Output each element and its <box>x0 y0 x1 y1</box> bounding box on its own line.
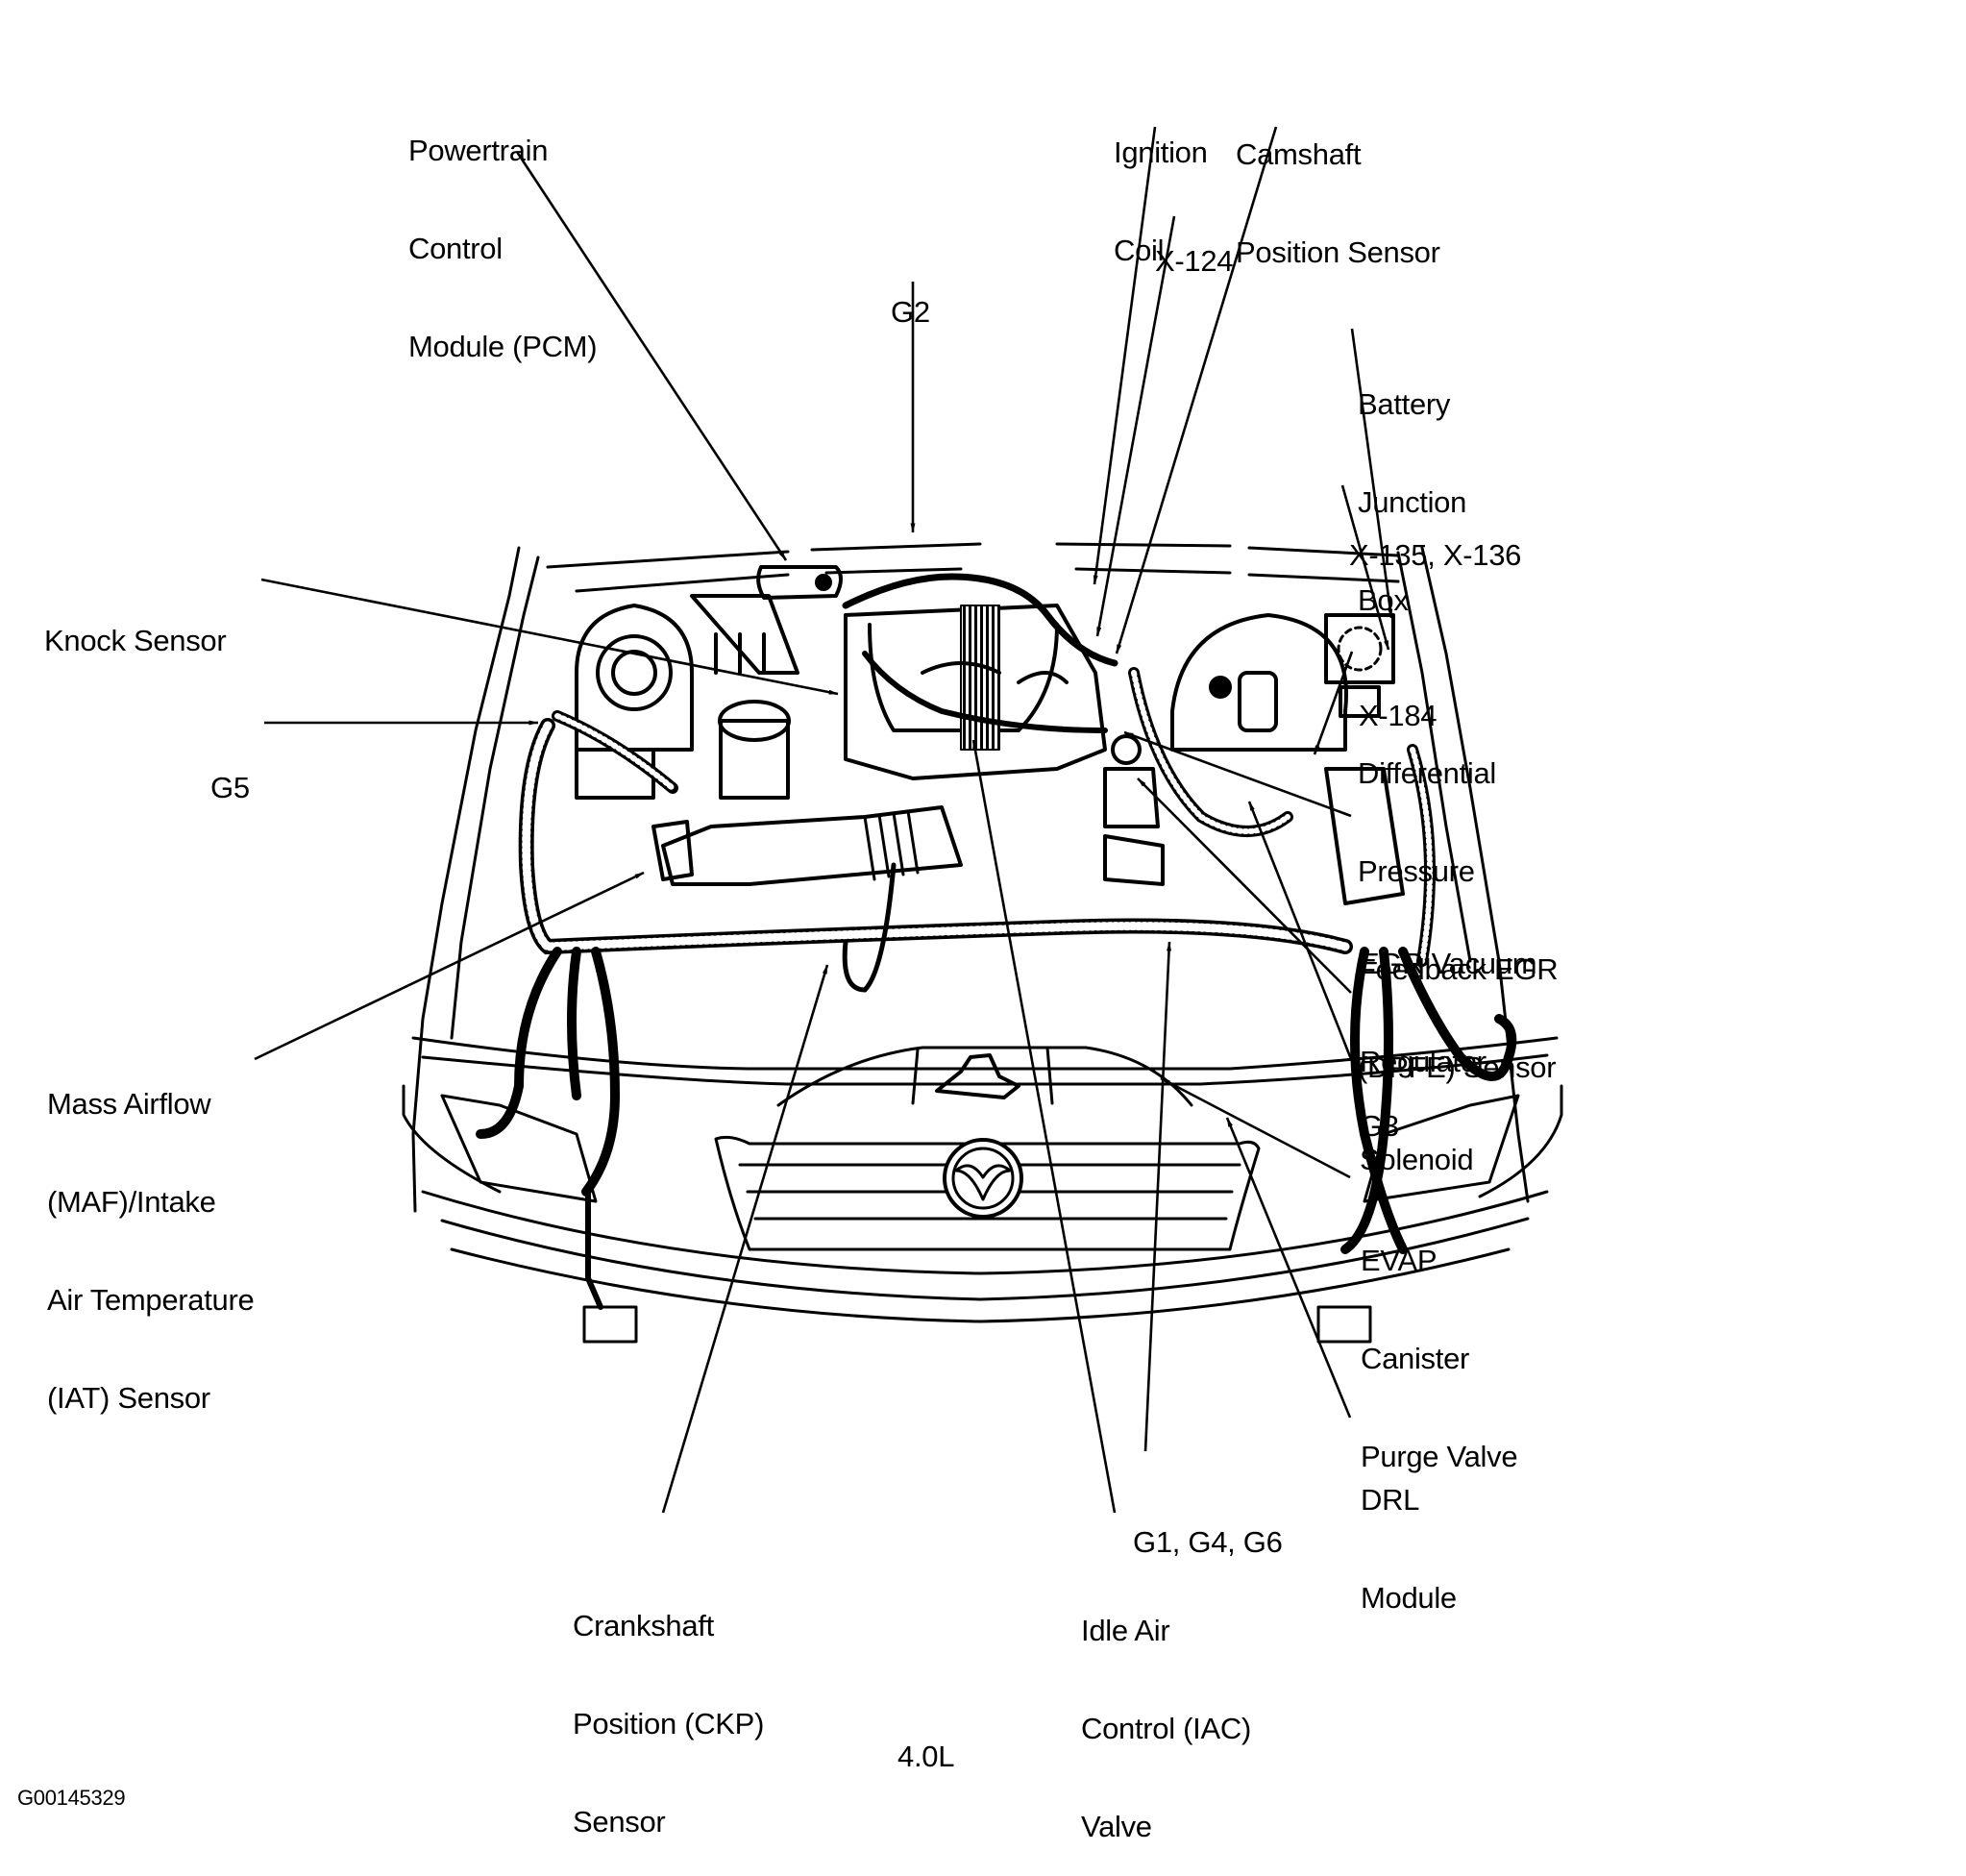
label-egr-solenoid: EGR Vacuum Regulator Solenoid <box>1360 947 1537 1176</box>
label-knock-sensor: Knock Sensor <box>44 624 227 657</box>
leader-x184 <box>1313 651 1354 755</box>
engine-components <box>575 565 1405 905</box>
wiring-harness <box>476 573 1517 1310</box>
label-pcm: Powertrain Control Module (PCM) <box>408 134 598 363</box>
label-camshaft-sensor: Camshaft Position Sensor <box>1236 137 1440 269</box>
figure-caption: 4.0L <box>897 1740 955 1773</box>
label-x135-x136: X-135, X-136 <box>1349 538 1522 572</box>
figure-id: G00145329 <box>17 1786 126 1810</box>
leader-pcm <box>515 151 788 561</box>
label-battery-junction-box: Battery Junction Box <box>1358 387 1467 617</box>
label-evap-purge-valve: EVAP Canister Purge Valve <box>1361 1244 1518 1473</box>
leader-drl <box>1225 1117 1352 1419</box>
leader-camshaft <box>1115 126 1278 654</box>
leader-ckp <box>661 964 829 1514</box>
vehicle-body-outline <box>402 542 1563 1344</box>
leader-knock-sensor <box>260 578 839 696</box>
label-dpfe-sensor: Differential Pressure Feedback EGR (DPFE… <box>1358 756 1559 1084</box>
leader-g3 <box>1247 801 1353 1060</box>
label-g2: G2 <box>891 295 930 329</box>
label-ignition-coil: Ignition Coil <box>1114 136 1208 267</box>
leader-iac <box>971 739 1117 1514</box>
leader-battery-junction <box>1350 328 1393 619</box>
leader-x135-x136 <box>1340 484 1390 651</box>
label-g1-g4-g6: G1, G4, G6 <box>1133 1525 1283 1559</box>
label-maf-iat-sensor: Mass Airflow (MAF)/Intake Air Temperatur… <box>47 1087 255 1415</box>
leader-g1-g4-g6 <box>1143 941 1172 1452</box>
label-drl-module: DRL Module <box>1361 1483 1457 1615</box>
leader-maf-iat <box>254 871 645 1061</box>
leader-dpfe <box>1123 730 1352 818</box>
label-ckp-sensor: Crankshaft Position (CKP) Sensor <box>573 1609 765 1839</box>
label-iac-valve: Idle Air Control (IAC) Valve <box>1081 1614 1251 1843</box>
leader-egr-solenoid <box>1137 778 1352 994</box>
leader-x124 <box>1095 215 1176 637</box>
engine-compartment-diagram <box>254 126 1563 1514</box>
label-g5: G5 <box>210 771 250 804</box>
leader-evap <box>1160 1076 1351 1179</box>
label-x124: X-124 <box>1155 244 1234 278</box>
label-x184: X-184 <box>1359 699 1438 732</box>
leader-ignition-coil <box>1093 126 1157 585</box>
label-g3: G3 <box>1360 1109 1399 1143</box>
callout-lines <box>254 126 1393 1514</box>
